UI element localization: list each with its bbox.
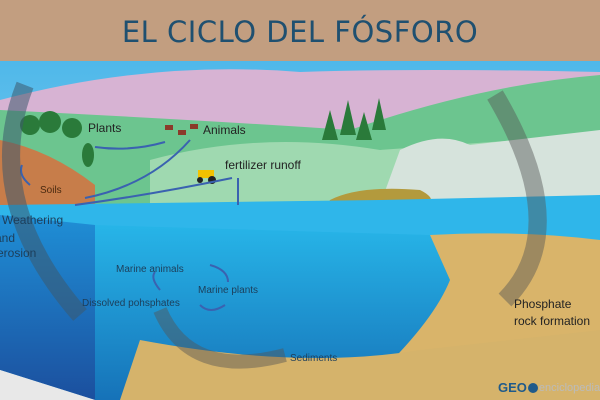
label-weathering: Weathering [2, 213, 64, 227]
logo-rest: enciclopedia [538, 381, 600, 394]
label-sediments: Sediments [290, 353, 338, 364]
label-marine-plants: Marine plants [198, 285, 259, 296]
label-dissolved-phosphates: Dissolved pohsphates [82, 298, 180, 309]
logo-brand: GEO [498, 380, 527, 395]
label-phosphate: Phosphate [514, 297, 572, 311]
weathering-arrow [2, 81, 87, 321]
phosphorus-cycle-illustration [0, 61, 600, 400]
forest-trees [20, 98, 386, 167]
geoenciclopedia-logo: GEO enciclopedia [498, 380, 600, 395]
uplift-arrow [487, 90, 547, 307]
label-animals: Animals [203, 123, 246, 137]
title-banner: EL CICLO DEL FÓSFORO [0, 0, 600, 61]
label-marine-animals: Marine animals [116, 264, 184, 275]
soil [0, 140, 95, 205]
animals-icon [165, 124, 198, 135]
flow-arrows [20, 139, 239, 311]
label-soils: Soils [40, 185, 62, 196]
ocean-front [0, 215, 95, 400]
label-rock-formation: rock formation [514, 314, 591, 328]
sediment-arrow [153, 307, 287, 369]
label-and: and [0, 231, 16, 245]
sea-floor [120, 330, 600, 400]
label-erosion: erosion [0, 246, 37, 260]
label-fertilizer-runoff: fertilizer runoff [225, 158, 301, 172]
page-title: EL CICLO DEL FÓSFORO [121, 14, 479, 49]
label-plants: Plants [88, 121, 122, 135]
globe-icon [527, 382, 538, 393]
